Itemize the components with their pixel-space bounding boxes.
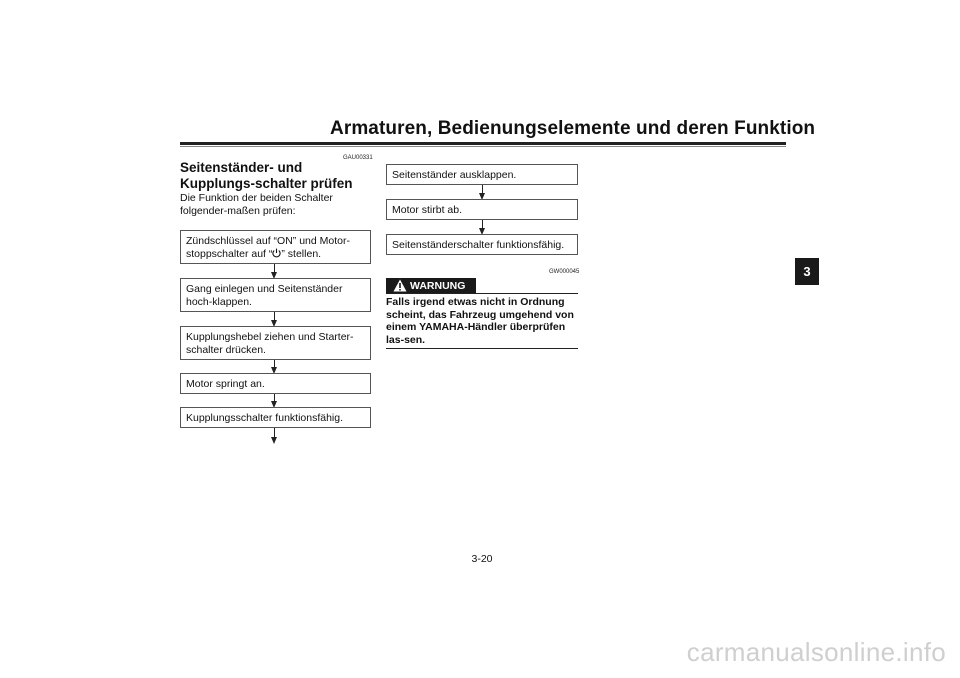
flow-box-sidestand-down: Seitenständer ausklappen. bbox=[386, 164, 578, 185]
flow-arrow bbox=[271, 264, 277, 279]
flow-arrow bbox=[479, 220, 485, 235]
flow-box-engine-stalls: Motor stirbt ab. bbox=[386, 199, 578, 220]
warning-rule-bottom bbox=[386, 348, 578, 349]
flow-arrow bbox=[271, 360, 277, 374]
page-title: Armaturen, Bedienungselemente und deren … bbox=[330, 118, 816, 139]
flow-box-clutch-switch-ok: Kupplungsschalter funktionsfähig. bbox=[180, 407, 371, 428]
title-rule bbox=[180, 142, 786, 145]
warning-label: WARNUNG bbox=[410, 280, 466, 292]
section-intro: Die Funktion der beiden Schalter folgend… bbox=[180, 192, 333, 217]
engine-stop-run-icon bbox=[272, 248, 282, 258]
flow-box-ignition-on: Zündschlüssel auf “ON” und Motor-stoppsc… bbox=[180, 230, 371, 264]
flow-text-after: ” stellen. bbox=[281, 248, 322, 260]
warning-text: Falls irgend etwas nicht in Ordnung sche… bbox=[386, 296, 574, 346]
page-number: 3-20 bbox=[471, 553, 493, 565]
title-rule-thin bbox=[180, 146, 786, 147]
flow-arrow bbox=[271, 312, 277, 327]
flow-box-gear-sidestand-up: Gang einlegen und Seitenständer hoch-kla… bbox=[180, 278, 371, 312]
warning-rule-top bbox=[386, 293, 578, 294]
section-heading: Seitenständer- und Kupplungs-schalter pr… bbox=[180, 160, 353, 191]
warning-badge: WARNUNG bbox=[386, 278, 476, 294]
section-code: GAU00331 bbox=[343, 155, 373, 161]
flow-box-sidestand-switch-ok: Seitenständerschalter funktionsfähig. bbox=[386, 234, 578, 255]
warning-triangle-icon bbox=[393, 279, 407, 292]
flow-box-engine-starts: Motor springt an. bbox=[180, 373, 371, 394]
flow-text-before: Zündschlüssel auf “ON” und Motor-stoppsc… bbox=[186, 235, 350, 260]
flow-arrow bbox=[271, 428, 277, 444]
chapter-tab: 3 bbox=[795, 258, 819, 285]
flow-arrow bbox=[271, 394, 277, 408]
watermark: carmanualsonline.info bbox=[686, 637, 946, 667]
flow-box-clutch-starter: Kupplungshebel ziehen und Starter-schalt… bbox=[180, 326, 371, 360]
warning-code: GW000045 bbox=[549, 269, 580, 275]
flow-arrow bbox=[479, 185, 485, 200]
